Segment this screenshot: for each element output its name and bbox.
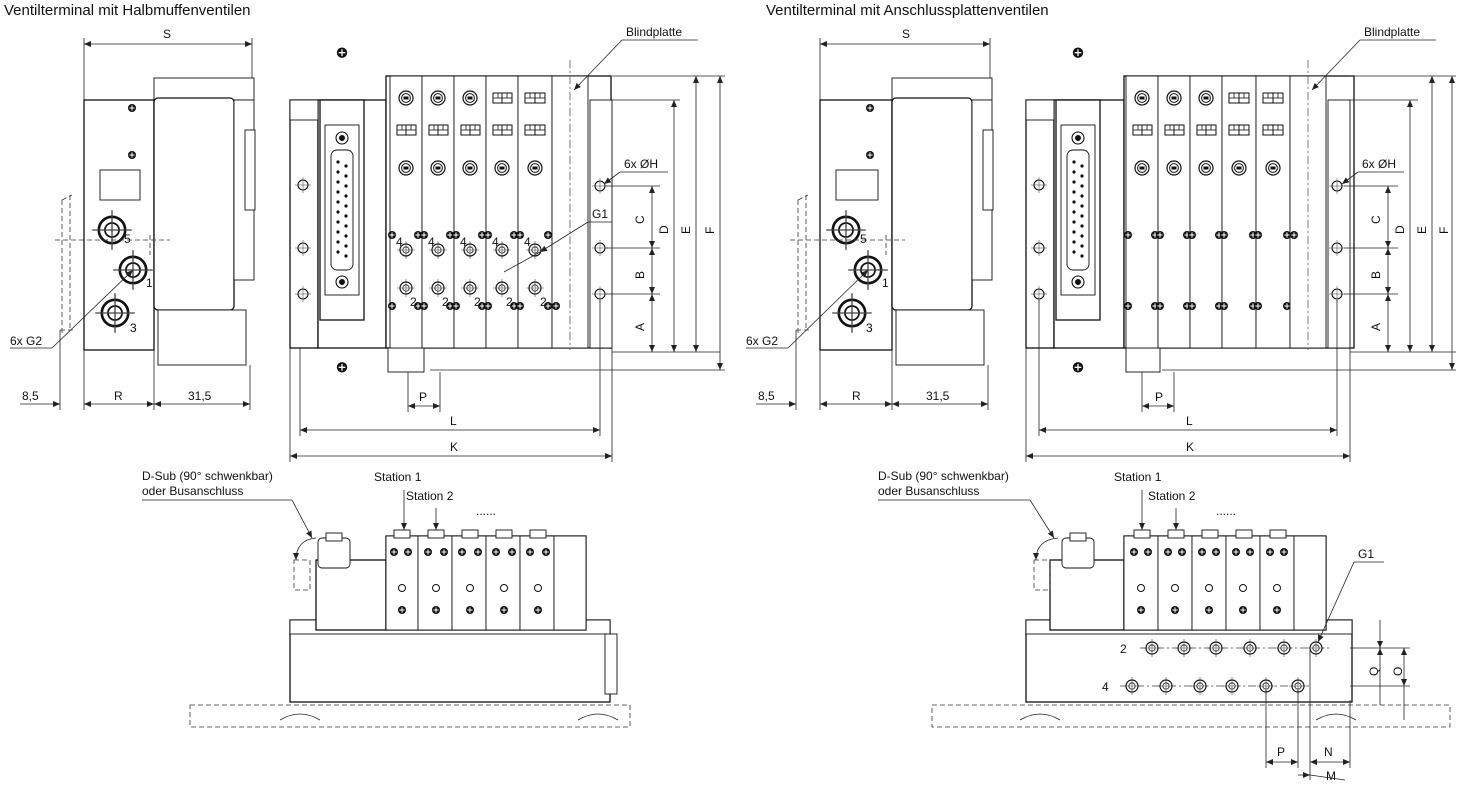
right-dots: ...... (1216, 504, 1236, 518)
dim-p-right: P (1155, 390, 1163, 404)
left-v1-p4: 4 (396, 235, 403, 249)
right-side-view: S 5 1 3 8,5 R (746, 27, 994, 410)
left-top-view: Station 1 Station 2 ...... D-Sub (90° sc… (142, 469, 631, 728)
left-dsub-line1: D-Sub (90° schwenkbar) (142, 469, 273, 483)
dim-b-right: B (1369, 271, 1383, 279)
left-v5-p4: 4 (524, 235, 531, 249)
right-drawing: S 5 1 3 8,5 R (746, 25, 1456, 783)
left-station-1: Station 1 (374, 470, 422, 484)
left-v3-p2: 2 (474, 295, 481, 309)
dim-l-right: L (1186, 414, 1193, 428)
dim-p2-right: P (1277, 745, 1285, 759)
dim-b-left: B (633, 271, 647, 279)
dim-c-left: C (633, 215, 647, 224)
left-drawing: S 5 1 3 8,5 R (10, 25, 725, 728)
right-g2-label: 6x G2 (746, 334, 778, 348)
right-top-view: 2 4 Q O P N M G1 (878, 469, 1451, 783)
left-port-1: 1 (146, 276, 153, 290)
left-v3-p4: 4 (460, 235, 467, 249)
dim-l-left: L (450, 414, 457, 428)
left-v2-p2: 2 (442, 295, 449, 309)
left-v2-p4: 4 (428, 235, 435, 249)
dim-k-left: K (450, 440, 458, 454)
dim-e-right: E (1415, 226, 1429, 234)
dim-q-right: Q (1367, 667, 1381, 676)
dim-a-right: A (1369, 323, 1383, 331)
left-v5-p2: 2 (540, 295, 547, 309)
left-g1: G1 (592, 207, 608, 221)
right-holes: 6x ØH (1362, 157, 1396, 171)
left-dsub-line2: oder Busanschluss (142, 484, 243, 498)
dim-315-left: 31,5 (188, 389, 212, 403)
left-v1-p2: 2 (410, 295, 417, 309)
dim-s-right: S (902, 27, 910, 41)
left-side-view: S 5 1 3 8,5 R (10, 27, 256, 410)
left-title: Ventilterminal mit Halbmuffenventilen (4, 2, 251, 19)
left-v4-p2: 2 (506, 295, 513, 309)
left-dots: ...... (476, 504, 496, 518)
dim-d-left: D (657, 225, 671, 234)
dim-85-right: 8,5 (758, 389, 775, 403)
left-station-2: Station 2 (406, 489, 454, 503)
right-station-1: Station 1 (1114, 470, 1162, 484)
dim-n-right: N (1324, 745, 1333, 759)
right-port-3: 3 (866, 321, 873, 335)
dim-a-left: A (633, 323, 647, 331)
right-row-4: 4 (1102, 680, 1109, 694)
dim-p-left: P (419, 390, 427, 404)
dim-s-left: S (163, 27, 171, 41)
right-dsub-line1: D-Sub (90° schwenkbar) (878, 469, 1009, 483)
right-valves (1123, 60, 1327, 350)
right-dsub-line2: oder Busanschluss (878, 484, 979, 498)
left-valves: 4 2 4 2 (387, 60, 589, 350)
dim-c-right: C (1369, 215, 1383, 224)
dim-e-left: E (679, 226, 693, 234)
left-port-3: 3 (130, 321, 137, 335)
dim-o-right: O (1391, 667, 1405, 676)
left-blindplatte: Blindplatte (626, 25, 682, 39)
right-title: Ventilterminal mit Anschlussplattenventi… (766, 2, 1049, 19)
right-front-view: A B C D E F P L K Blindplatte 6x ØH (1025, 25, 1456, 462)
left-port-5: 5 (124, 232, 131, 246)
dim-r-left: R (114, 389, 123, 403)
right-g1: G1 (1358, 547, 1374, 561)
dim-f-left: F (703, 227, 717, 234)
left-v4-p4: 4 (492, 235, 499, 249)
right-row-2: 2 (1120, 642, 1127, 656)
dim-r-right: R (852, 389, 861, 403)
right-station-2: Station 2 (1148, 489, 1196, 503)
left-front-view: 4 2 4 2 (289, 25, 725, 462)
left-g2-label: 6x G2 (10, 334, 42, 348)
dim-f-right: F (1437, 227, 1451, 234)
right-blindplatte: Blindplatte (1364, 25, 1420, 39)
dim-85-left: 8,5 (22, 389, 39, 403)
left-holes: 6x ØH (624, 157, 658, 171)
dim-m-right: M (1326, 769, 1336, 783)
right-port-5: 5 (860, 232, 867, 246)
dim-315-right: 31,5 (926, 389, 950, 403)
dim-d-right: D (1393, 225, 1407, 234)
dim-k-right: K (1186, 440, 1194, 454)
right-port-1: 1 (882, 276, 889, 290)
